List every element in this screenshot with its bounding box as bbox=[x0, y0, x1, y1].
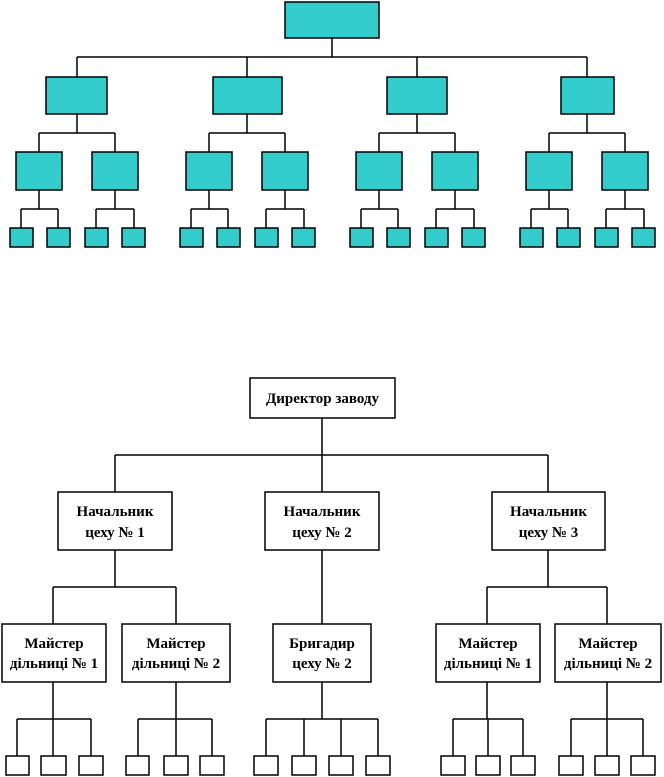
leaf-box bbox=[125, 755, 150, 776]
teal-leaf-box bbox=[254, 227, 279, 248]
teal-level3-box bbox=[355, 151, 403, 191]
leaf-box bbox=[78, 755, 104, 776]
sub-node-3: Бригадир цеху № 2 bbox=[272, 623, 372, 683]
sub-1-line2: дільниці № 1 bbox=[10, 656, 98, 672]
teal-leaf-box bbox=[386, 227, 411, 248]
leaf-box bbox=[440, 755, 466, 776]
teal-leaf-box bbox=[84, 227, 109, 248]
sub-5-line2: дільниці № 2 bbox=[564, 656, 652, 672]
leaf-box bbox=[291, 755, 317, 776]
sub-node-4: Майстер дільниці № 1 bbox=[435, 623, 541, 683]
teal-leaf-box bbox=[461, 227, 486, 248]
sub-node-2: Майстер дільниці № 2 bbox=[121, 623, 231, 683]
teal-hierarchy-diagram bbox=[9, 1, 656, 248]
leaf-box bbox=[630, 755, 656, 776]
head-node-2: Начальник цеху № 2 bbox=[264, 491, 380, 551]
director-node: Директор заводу bbox=[249, 377, 396, 419]
sub-2-line2: дільниці № 2 bbox=[132, 656, 220, 672]
sub-node-1: Майстер дільниці № 1 bbox=[1, 623, 107, 683]
teal-level2-box bbox=[45, 76, 108, 115]
leaf-box bbox=[199, 755, 225, 776]
sub-node-5: Майстер дільниці № 2 bbox=[554, 623, 662, 683]
head-2-line2: цеху № 2 bbox=[292, 525, 352, 541]
leaf-box bbox=[40, 755, 67, 776]
teal-leaf-box bbox=[9, 227, 34, 248]
leaf-box bbox=[253, 755, 279, 776]
leaf-box bbox=[558, 755, 584, 776]
teal-level2-box bbox=[212, 76, 283, 115]
head-2-line1: Начальник bbox=[284, 504, 361, 520]
sub-3-line1: Бригадир bbox=[289, 636, 355, 652]
sub-5-line1: Майстер bbox=[578, 636, 637, 652]
teal-root-box bbox=[284, 1, 380, 39]
leaf-box bbox=[5, 755, 30, 776]
leaf-box bbox=[594, 755, 620, 776]
leaf-box bbox=[475, 755, 501, 776]
head-node-3: Начальник цеху № 3 bbox=[491, 491, 606, 551]
head-1-line2: цеху № 1 bbox=[85, 525, 145, 541]
sub-2-line1: Майстер bbox=[146, 636, 205, 652]
head-1-line1: Начальник bbox=[77, 504, 154, 520]
teal-leaf-box bbox=[556, 227, 581, 248]
teal-leaf-box bbox=[46, 227, 71, 248]
teal-leaf-box bbox=[349, 227, 374, 248]
director-label: Директор заводу bbox=[266, 391, 380, 407]
head-3-line2: цеху № 3 bbox=[519, 525, 579, 541]
leaf-box bbox=[510, 755, 536, 776]
teal-level3-box bbox=[525, 151, 573, 191]
teal-leaf-box bbox=[179, 227, 204, 248]
sub-1-line1: Майстер bbox=[24, 636, 83, 652]
teal-leaf-box bbox=[519, 227, 544, 248]
teal-leaf-box bbox=[121, 227, 146, 248]
sub-4-line2: дільниці № 1 bbox=[444, 656, 532, 672]
factory-org-chart: Директор заводу Начальник цеху № 1 Начал… bbox=[1, 377, 662, 776]
teal-level3-box bbox=[431, 151, 479, 191]
teal-leaf-box bbox=[594, 227, 619, 248]
leaf-box bbox=[328, 755, 354, 776]
head-node-1: Начальник цеху № 1 bbox=[57, 491, 173, 551]
teal-leaf-box bbox=[424, 227, 449, 248]
teal-leaf-box bbox=[216, 227, 241, 248]
teal-leaf-box bbox=[631, 227, 656, 248]
teal-level3-box bbox=[601, 151, 649, 191]
sub-4-line1: Майстер bbox=[458, 636, 517, 652]
leaf-box bbox=[163, 755, 189, 776]
teal-level2-box bbox=[560, 76, 615, 115]
teal-level3-box bbox=[15, 151, 63, 191]
sub-3-line2: цеху № 2 bbox=[292, 656, 352, 672]
teal-level3-box bbox=[261, 151, 309, 191]
teal-level3-box bbox=[185, 151, 233, 191]
teal-level3-box bbox=[91, 151, 139, 191]
head-3-line1: Начальник bbox=[510, 504, 587, 520]
teal-level2-box bbox=[386, 76, 448, 115]
leaf-box bbox=[365, 755, 391, 776]
teal-leaf-box bbox=[291, 227, 316, 248]
